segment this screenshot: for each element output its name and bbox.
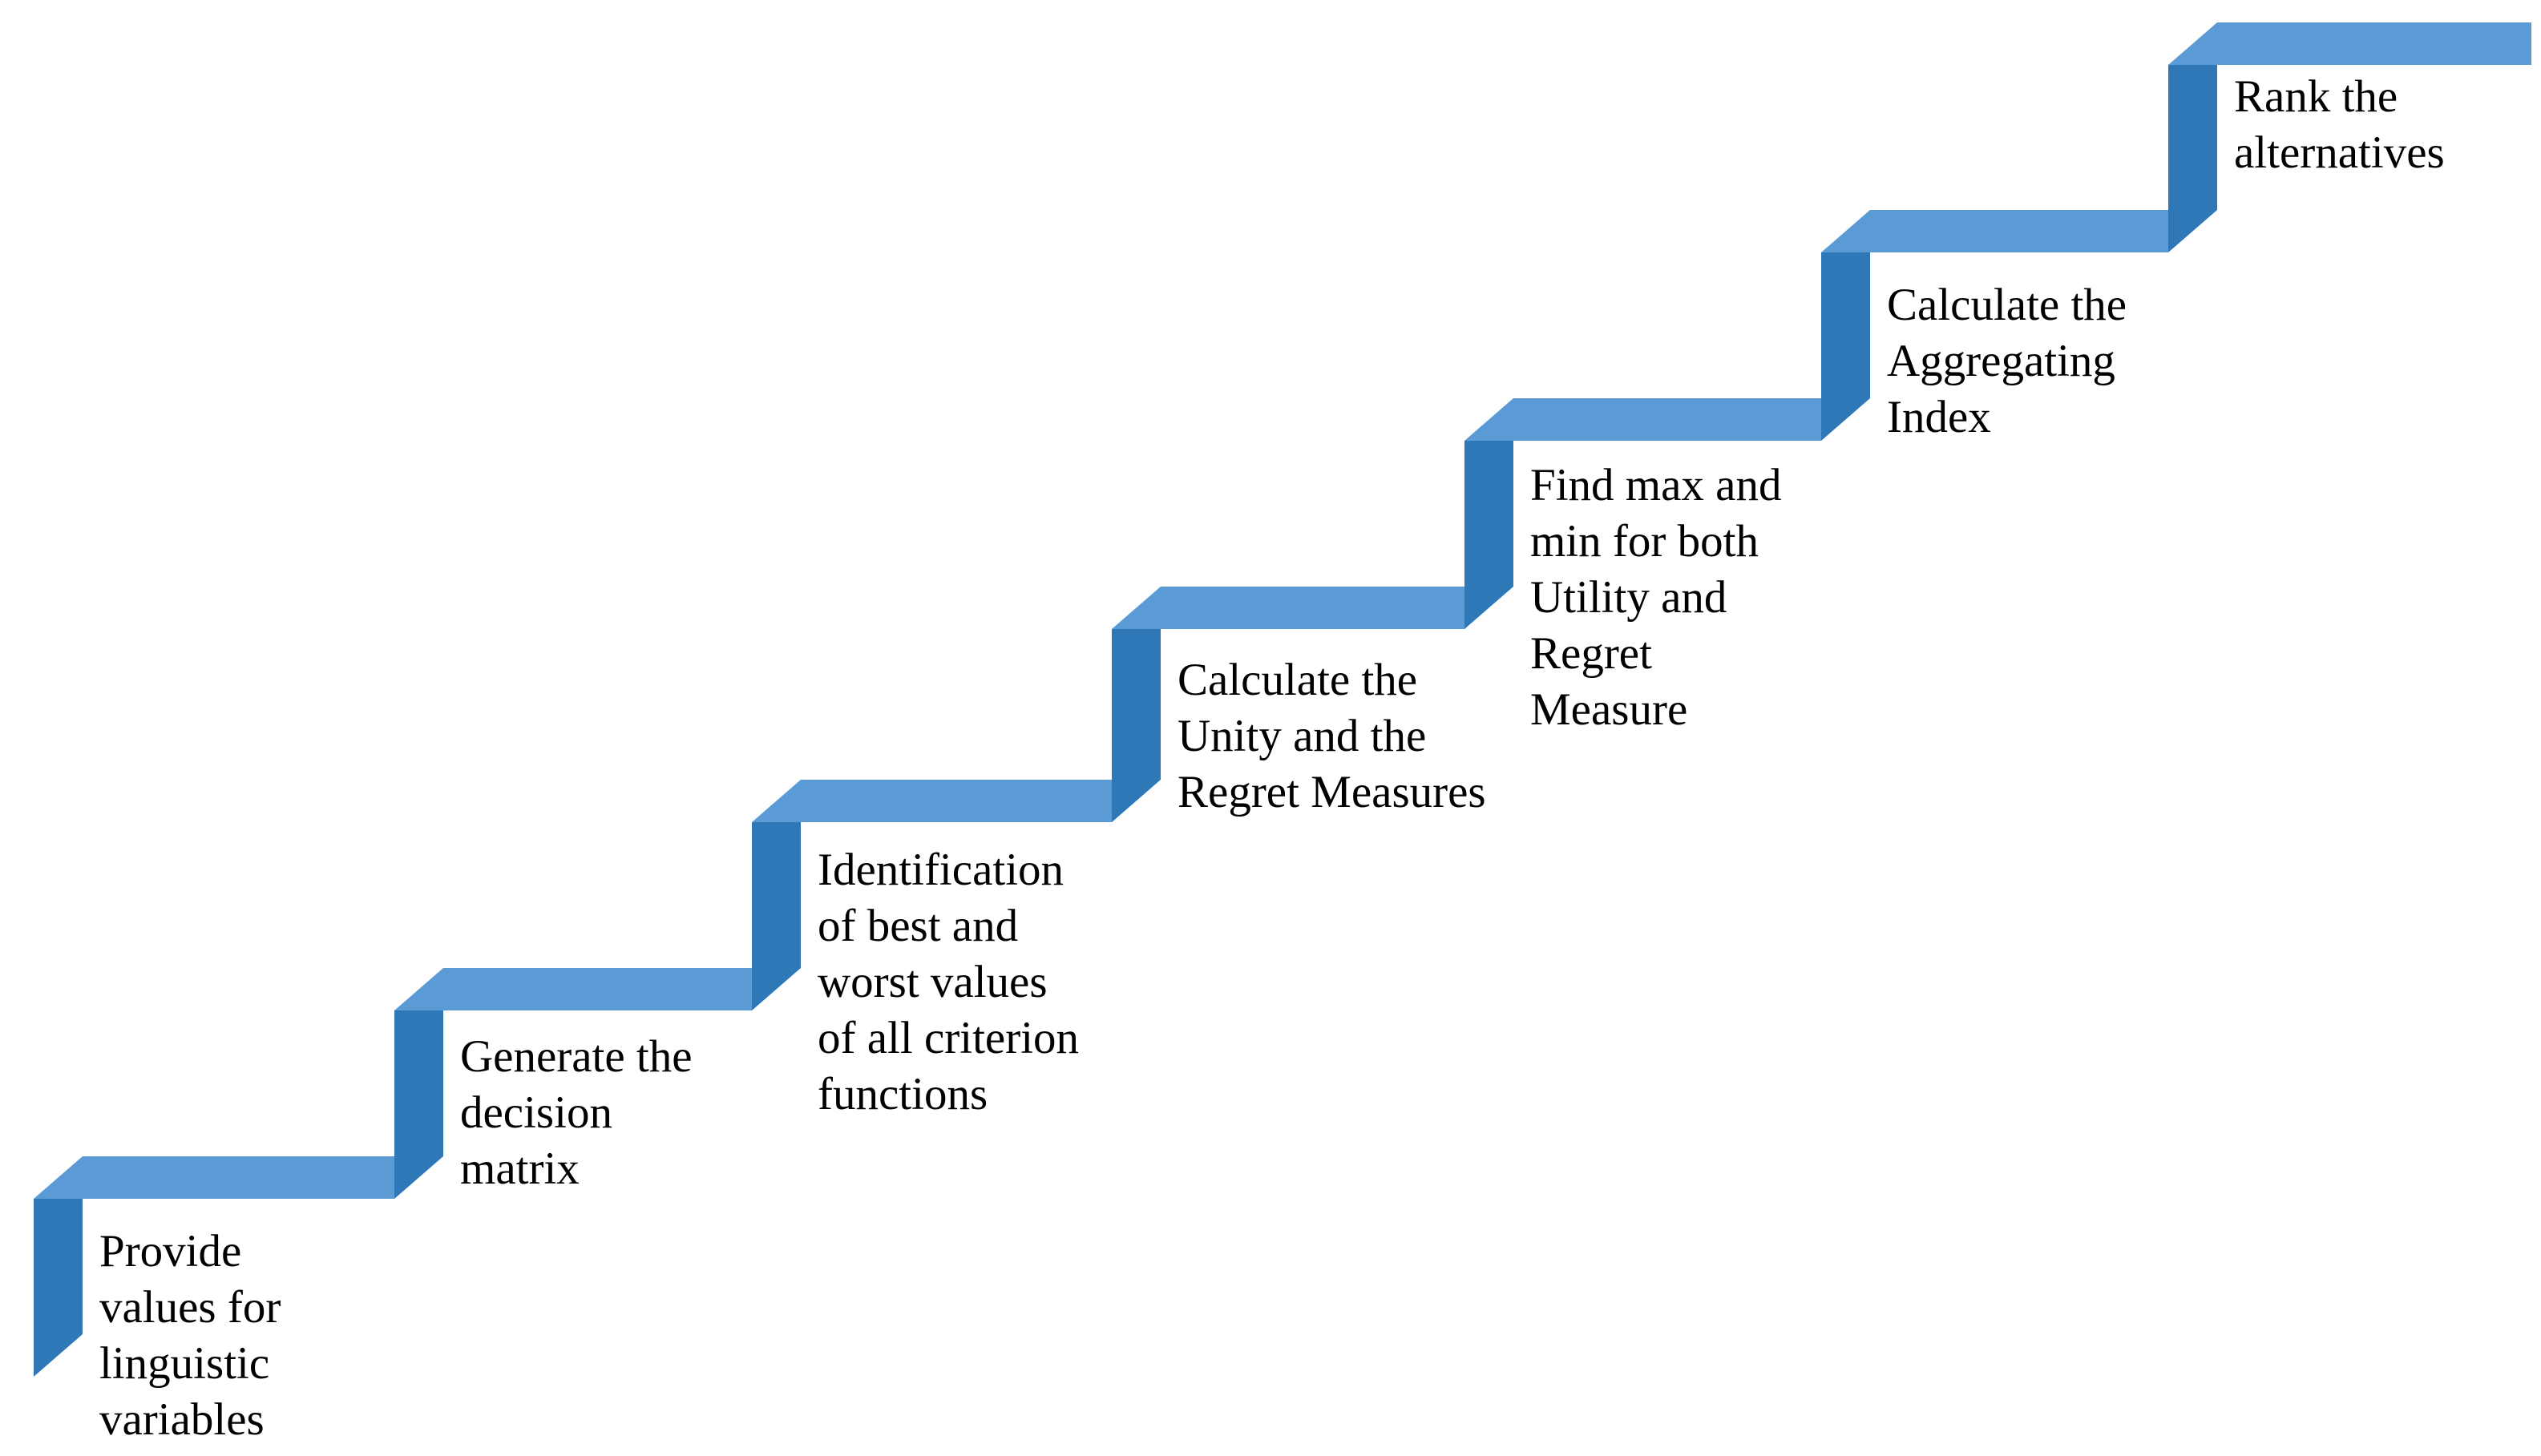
step-tread	[443, 968, 752, 1010]
step-label-line: decision	[460, 1087, 612, 1138]
step-label-line: Calculate the	[1887, 280, 2127, 330]
step-label-line: Unity and the	[1178, 711, 1426, 761]
step-bend	[394, 968, 443, 1010]
step-label-line: worst values	[818, 957, 1048, 1007]
step-label-line: Regret	[1530, 628, 1652, 679]
step-bend	[752, 780, 801, 822]
step-tread	[83, 1156, 394, 1199]
step-bend	[1821, 210, 1870, 252]
step-label-line: Index	[1887, 392, 1991, 442]
step-riser	[394, 1010, 443, 1199]
step-label-line: variables	[99, 1394, 265, 1445]
step-label-line: min for both	[1530, 516, 1759, 567]
step-label-line: Aggregating	[1887, 336, 2115, 386]
step-riser	[1464, 441, 1513, 629]
step-label: Identification of best and worst values of …	[818, 845, 1079, 1119]
step-riser	[1821, 252, 1870, 441]
step-label-line: matrix	[460, 1143, 580, 1194]
step-label-line: linguistic	[99, 1338, 269, 1389]
step-tread	[1161, 587, 1464, 629]
step-tread	[801, 780, 1112, 822]
step-riser	[2168, 65, 2217, 252]
step-label-line: values for	[99, 1282, 281, 1333]
step-label-line: of all criterion	[818, 1013, 1079, 1063]
step-label-line: Provide	[99, 1226, 241, 1277]
step-label-line: Rank the	[2234, 71, 2398, 122]
step-label-line: Measure	[1530, 684, 1687, 735]
step-label-line: Utility and	[1530, 572, 1727, 623]
step-tread	[1513, 398, 1821, 441]
step-bend	[1464, 398, 1513, 441]
step-tread	[2217, 22, 2531, 65]
step-bend	[2168, 22, 2217, 65]
step-bend	[1112, 587, 1161, 629]
step-riser	[752, 822, 801, 1010]
step-label-line: Identification	[818, 845, 1064, 895]
step-label-line: Find max and	[1530, 460, 1781, 510]
step-label-line: alternatives	[2234, 127, 2445, 178]
step-riser	[1112, 629, 1161, 822]
step-label-line: Calculate the	[1178, 655, 1417, 705]
step-label-line: Generate the	[460, 1031, 693, 1082]
step-bend	[34, 1156, 83, 1199]
step-riser	[34, 1199, 83, 1377]
step-label-line: of best and	[818, 901, 1018, 951]
step-tread	[1870, 210, 2168, 252]
step-label-line: functions	[818, 1069, 988, 1119]
step-label-line: Regret Measures	[1178, 767, 1486, 817]
step-group-3: Identification of best and worst values of …	[752, 780, 1112, 1119]
